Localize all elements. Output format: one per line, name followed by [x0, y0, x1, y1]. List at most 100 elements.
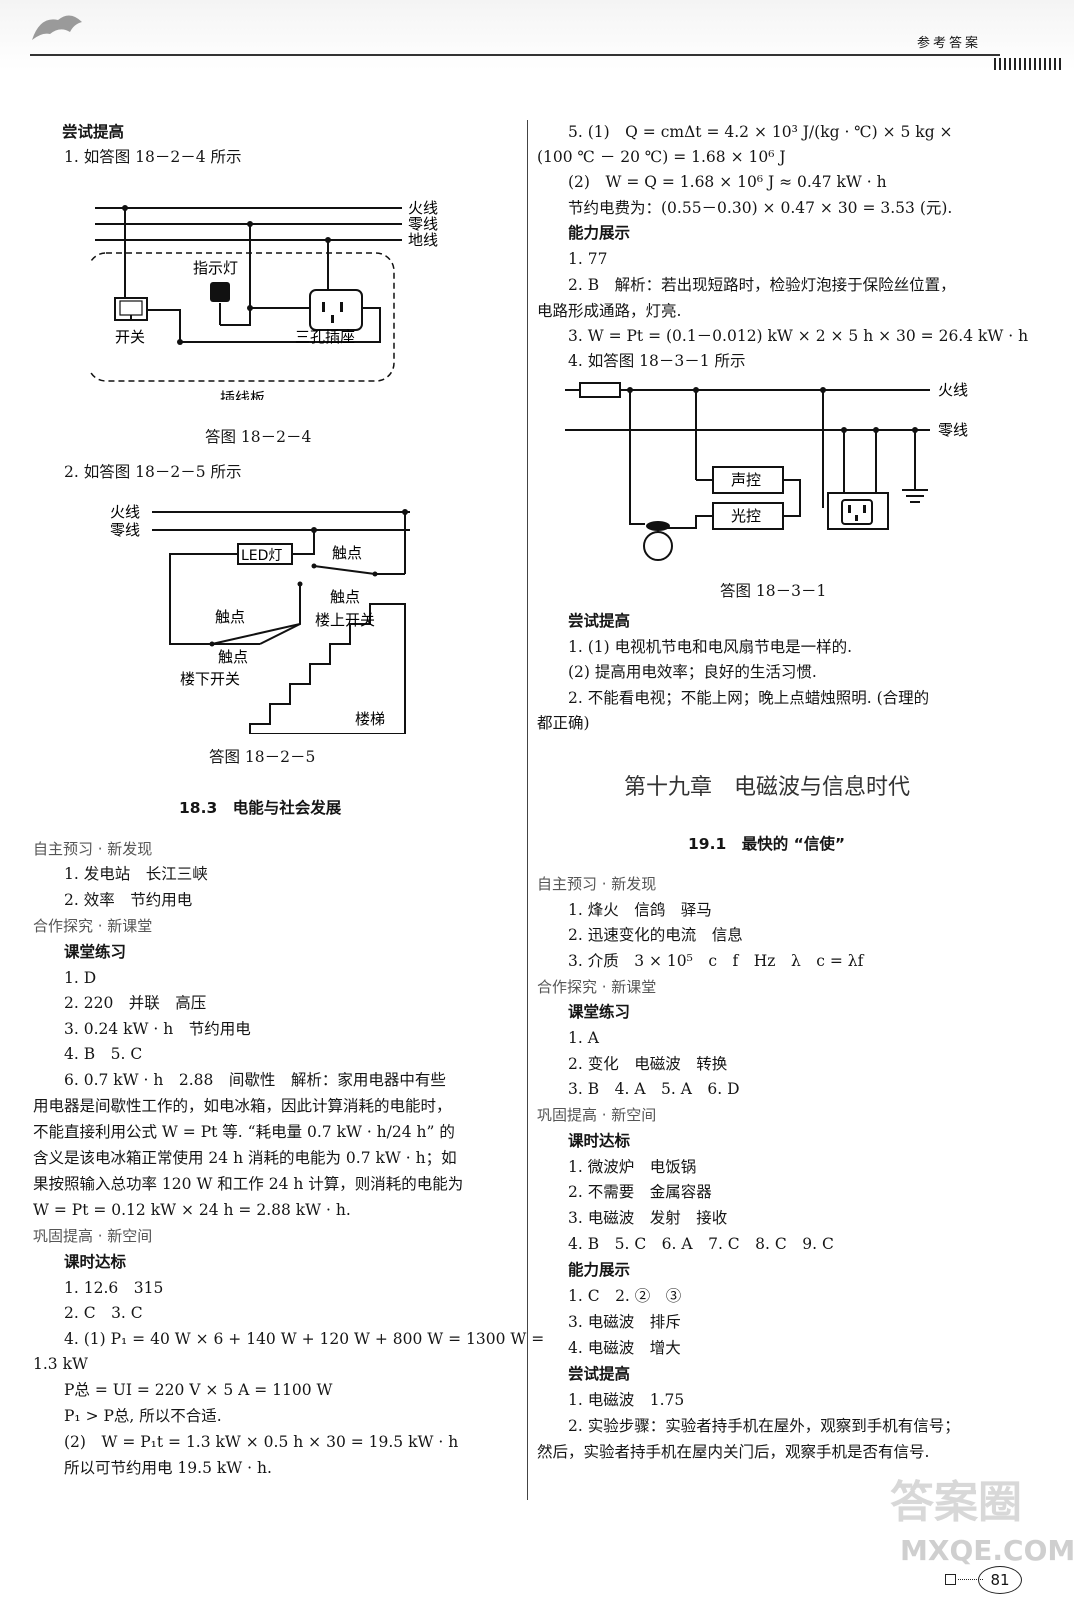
watermark-logo: 答案圈 — [890, 1477, 1022, 1528]
left-sub-explore: 合作探究 · 新课堂 — [33, 917, 153, 935]
header-rule — [30, 54, 1000, 56]
figure-18-2-5: 火线 零线 LED灯 触点 触点 楼上开关 触点 触点 楼下开关 楼梯 — [110, 503, 410, 734]
right-sub-preview: 自主预习 · 新发现 — [537, 875, 657, 893]
footer-square-icon — [945, 1574, 956, 1585]
left-c6f: W = Pt = 0.12 kW × 24 h = 2.88 kW · h. — [33, 1201, 351, 1219]
right-p1: 1. 烽火 信鸽 驿马 — [568, 901, 712, 919]
left-a1: 1. 发电站 长江三峡 — [64, 865, 208, 883]
right-t1b: (2) 提高用电效率；良好的生活习惯. — [568, 663, 817, 681]
left-class-practice: 课堂练习 — [64, 943, 127, 961]
left-sub-consolidate: 巩固提高 · 新空间 — [33, 1227, 153, 1245]
left-q2: 2. 如答图 18－2－5 所示 — [64, 463, 242, 481]
fig1-caption: 答图 18－2－4 — [205, 428, 312, 446]
right-r5d: 节约电费为：(0.55－0.30) × 0.47 × 30 = 3.53 (元)… — [568, 199, 953, 217]
right-sub-consolidate: 巩固提高 · 新空间 — [537, 1106, 657, 1124]
right-ability-heading: 能力展示 — [568, 224, 631, 242]
right-e2b: 电路形成通路，灯亮. — [537, 302, 682, 320]
right-ability-heading-2: 能力展示 — [568, 1261, 631, 1279]
header-label: 参考答案 — [917, 36, 982, 51]
right-e2a: 2. B 解析：若出现短路时，检验灯泡接于保险丝位置， — [568, 276, 956, 294]
fig3-neutral-label: 零线 — [938, 421, 968, 439]
right-try-heading: 尝试提高 — [568, 612, 631, 630]
fig2-contact1: 触点 — [332, 544, 362, 562]
right-t1a: 1. (1) 电视机节电和电风扇节电是一样的. — [568, 638, 853, 656]
right-n3: 3. 电磁波 排斥 — [568, 1313, 681, 1331]
right-k1: 1. A — [568, 1029, 599, 1047]
right-r5a: 5. (1) Q = cmΔt = 4.2 × 10³ J/(kg · ℃) ×… — [568, 123, 953, 141]
left-c1: 1. D — [64, 969, 97, 987]
right-q2a: 2. 实验步骤：实验者持手机在屋外，观察到手机有信号； — [568, 1417, 960, 1435]
left-c6b: 用电器是间歇性工作的，如电冰箱，因此计算消耗的电能时， — [33, 1097, 452, 1115]
left-a2: 2. 效率 节约用电 — [64, 891, 193, 909]
right-q2b: 然后，实验者持手机在屋内关门后，观察手机是否有信号. — [537, 1443, 930, 1461]
left-d1: 1. 12.6 315 — [64, 1279, 164, 1297]
left-c6a: 6. 0.7 kW · h 2.88 间歇性 解析：家用电器中有些 — [64, 1071, 446, 1089]
left-c6d: 含义是该电冰箱正常使用 24 h 消耗的电能为 0.7 kW · h；如 — [33, 1149, 457, 1167]
book-logo-icon — [32, 15, 82, 40]
right-m2: 2. 不需要 金属容器 — [568, 1183, 712, 1201]
fig1-board-label: 插线板 — [220, 389, 265, 400]
footer-dots — [958, 1579, 983, 1580]
right-n4: 4. 电磁波 增大 — [568, 1339, 681, 1357]
page-number: 81 — [978, 1566, 1022, 1594]
column-divider — [527, 120, 528, 1500]
fig1-switch-label: 开关 — [115, 328, 145, 346]
right-r5c: (2) W = Q = 1.68 × 10⁶ J ≈ 0.47 kW · h — [568, 173, 887, 191]
left-try-heading: 尝试提高 — [62, 123, 125, 141]
header-ticks — [994, 58, 1062, 70]
fig3-sound-label: 声控 — [731, 471, 761, 489]
right-sub-explore: 合作探究 · 新课堂 — [537, 978, 657, 996]
right-lesson-target: 课时达标 — [568, 1132, 631, 1150]
fig2-neutral-label: 零线 — [110, 521, 140, 539]
section-19-1-title: 19.1 最快的 “信使” — [688, 835, 846, 853]
fig1-neutral-label: 零线 — [408, 215, 438, 233]
right-n1: 1. C 2. ② ③ — [568, 1287, 682, 1305]
fig1-lamp-label: 指示灯 — [193, 259, 238, 277]
left-c4: 4. B 5. C — [64, 1045, 143, 1063]
fig2-contact4: 触点 — [218, 648, 248, 666]
right-class-practice: 课堂练习 — [568, 1003, 631, 1021]
left-d2: 2. C 3. C — [64, 1304, 143, 1322]
left-d4a: 4. (1) P₁ = 40 W × 6 + 140 W + 120 W + 8… — [64, 1330, 545, 1348]
right-k2: 2. 变化 电磁波 转换 — [568, 1055, 728, 1073]
fig2-contact3: 触点 — [215, 608, 245, 626]
fig1-socket-label: 三孔插座 — [295, 328, 355, 346]
right-e3: 3. W = Pt = (0.1－0.012) kW × 2 × 5 h × 3… — [568, 327, 1029, 345]
right-k3: 3. B 4. A 5. A 6. D — [568, 1080, 740, 1098]
figure-18-2-4: 火线 零线 地线 指示灯 开关 三孔插座 插线板 — [90, 199, 438, 400]
right-m4: 4. B 5. C 6. A 7. C 8. C 9. C — [568, 1235, 834, 1253]
right-e4: 4. 如答图 18－3－1 所示 — [568, 352, 746, 370]
left-c2: 2. 220 并联 高压 — [64, 994, 207, 1012]
right-r5b: (100 ℃ － 20 ℃) = 1.68 × 10⁶ J — [537, 148, 786, 166]
left-q1: 1. 如答图 18－2－4 所示 — [64, 148, 242, 166]
right-m3: 3. 电磁波 发射 接收 — [568, 1209, 728, 1227]
fig3-light-label: 光控 — [731, 507, 761, 525]
left-c3: 3. 0.24 kW · h 节约用电 — [64, 1020, 251, 1038]
left-d4b: 1.3 kW — [33, 1355, 88, 1373]
left-lesson-target: 课时达标 — [64, 1253, 127, 1271]
page-header — [0, 0, 1074, 70]
fig1-live-label: 火线 — [408, 199, 438, 217]
fig2-caption: 答图 18－2－5 — [209, 748, 316, 766]
right-t2b: 都正确) — [537, 714, 590, 732]
fig3-live-label: 火线 — [938, 381, 968, 399]
fig2-live-label: 火线 — [110, 503, 140, 521]
left-sub-preview: 自主预习 · 新发现 — [33, 840, 153, 858]
fig3-caption: 答图 18－3－1 — [720, 582, 827, 600]
left-c6c: 不能直接利用公式 W = Pt 等. “耗电量 0.7 kW · h/24 h”… — [33, 1123, 455, 1141]
right-m1: 1. 微波炉 电饭锅 — [568, 1158, 697, 1176]
section-18-3-title: 18.3 电能与社会发展 — [179, 799, 342, 817]
right-q1: 1. 电磁波 1.75 — [568, 1391, 685, 1409]
figure-18-3-1: 火线 零线 声控 光控 — [565, 381, 968, 561]
right-e1: 1. 77 — [568, 250, 608, 268]
right-p3: 3. 介质 3 × 10⁵ c f Hz λ c = λf — [568, 952, 864, 970]
fig2-led-label: LED灯 — [241, 548, 282, 564]
fig1-earth-label: 地线 — [408, 231, 438, 249]
fig2-stairs-label: 楼梯 — [355, 710, 385, 728]
left-d4c: P总 = UI = 220 V × 5 A = 1100 W — [64, 1381, 333, 1399]
fig2-contact2: 触点 — [330, 588, 360, 606]
fig2-upstairs-label: 楼上开关 — [315, 611, 375, 629]
right-try-heading-2: 尝试提高 — [568, 1365, 631, 1383]
left-d4d: P₁ > P总, 所以不合适. — [64, 1407, 222, 1425]
left-d4e: (2) W = P₁t = 1.3 kW × 0.5 h × 30 = 19.5… — [64, 1433, 459, 1451]
